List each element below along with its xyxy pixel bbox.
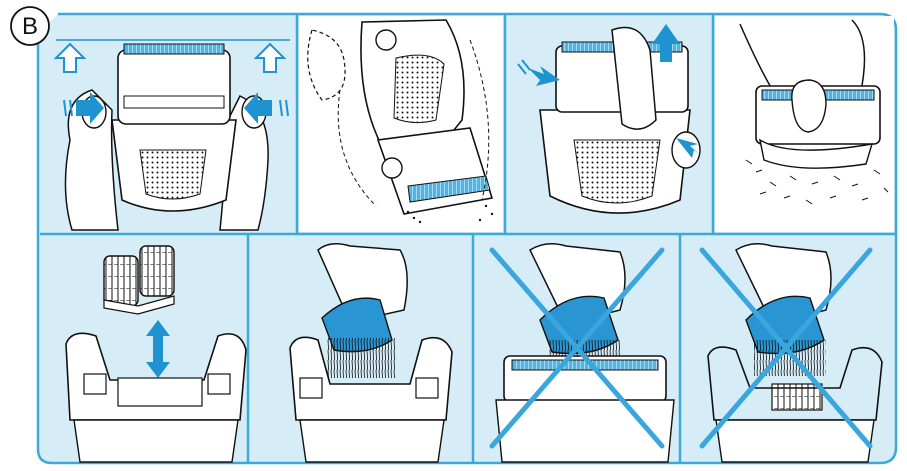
- shaver-head: [118, 50, 230, 124]
- thumb-icon: [792, 80, 826, 132]
- figure-label-badge: B: [11, 7, 49, 45]
- figure-label: B: [22, 13, 38, 40]
- cutter-block-right: [140, 246, 174, 296]
- cutter-block-left: [104, 256, 138, 306]
